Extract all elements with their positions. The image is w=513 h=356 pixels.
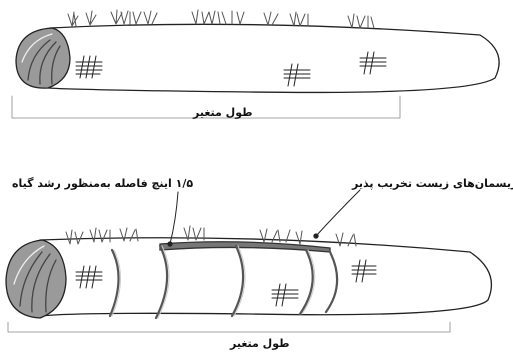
bottom-hatch-marks bbox=[75, 259, 377, 307]
bottom-sock-top-band bbox=[159, 241, 331, 253]
top-sock-body bbox=[47, 23, 500, 94]
top-sock bbox=[11, 9, 500, 119]
bottom-length-label: طول متغیر bbox=[230, 337, 290, 350]
bottom-sock-body bbox=[39, 237, 493, 317]
bottom-plants bbox=[65, 225, 357, 247]
top-plants bbox=[67, 9, 375, 29]
rope-segments bbox=[108, 244, 339, 320]
top-length-label: طول متغیر bbox=[193, 106, 253, 119]
top-hatch-marks bbox=[75, 51, 387, 87]
ropes-leader bbox=[315, 189, 361, 237]
bottom-length-bracket bbox=[7, 321, 451, 333]
top-length-bracket bbox=[11, 95, 401, 119]
bottom-sock bbox=[5, 189, 493, 333]
ropes-label: ریسمان‌های زیست تخریب پذیر bbox=[352, 177, 513, 190]
spacing-leader bbox=[169, 191, 179, 245]
spacing-label: ۱/۵ اینچ فاصله به‌منظور رشد گیاه bbox=[12, 177, 194, 190]
